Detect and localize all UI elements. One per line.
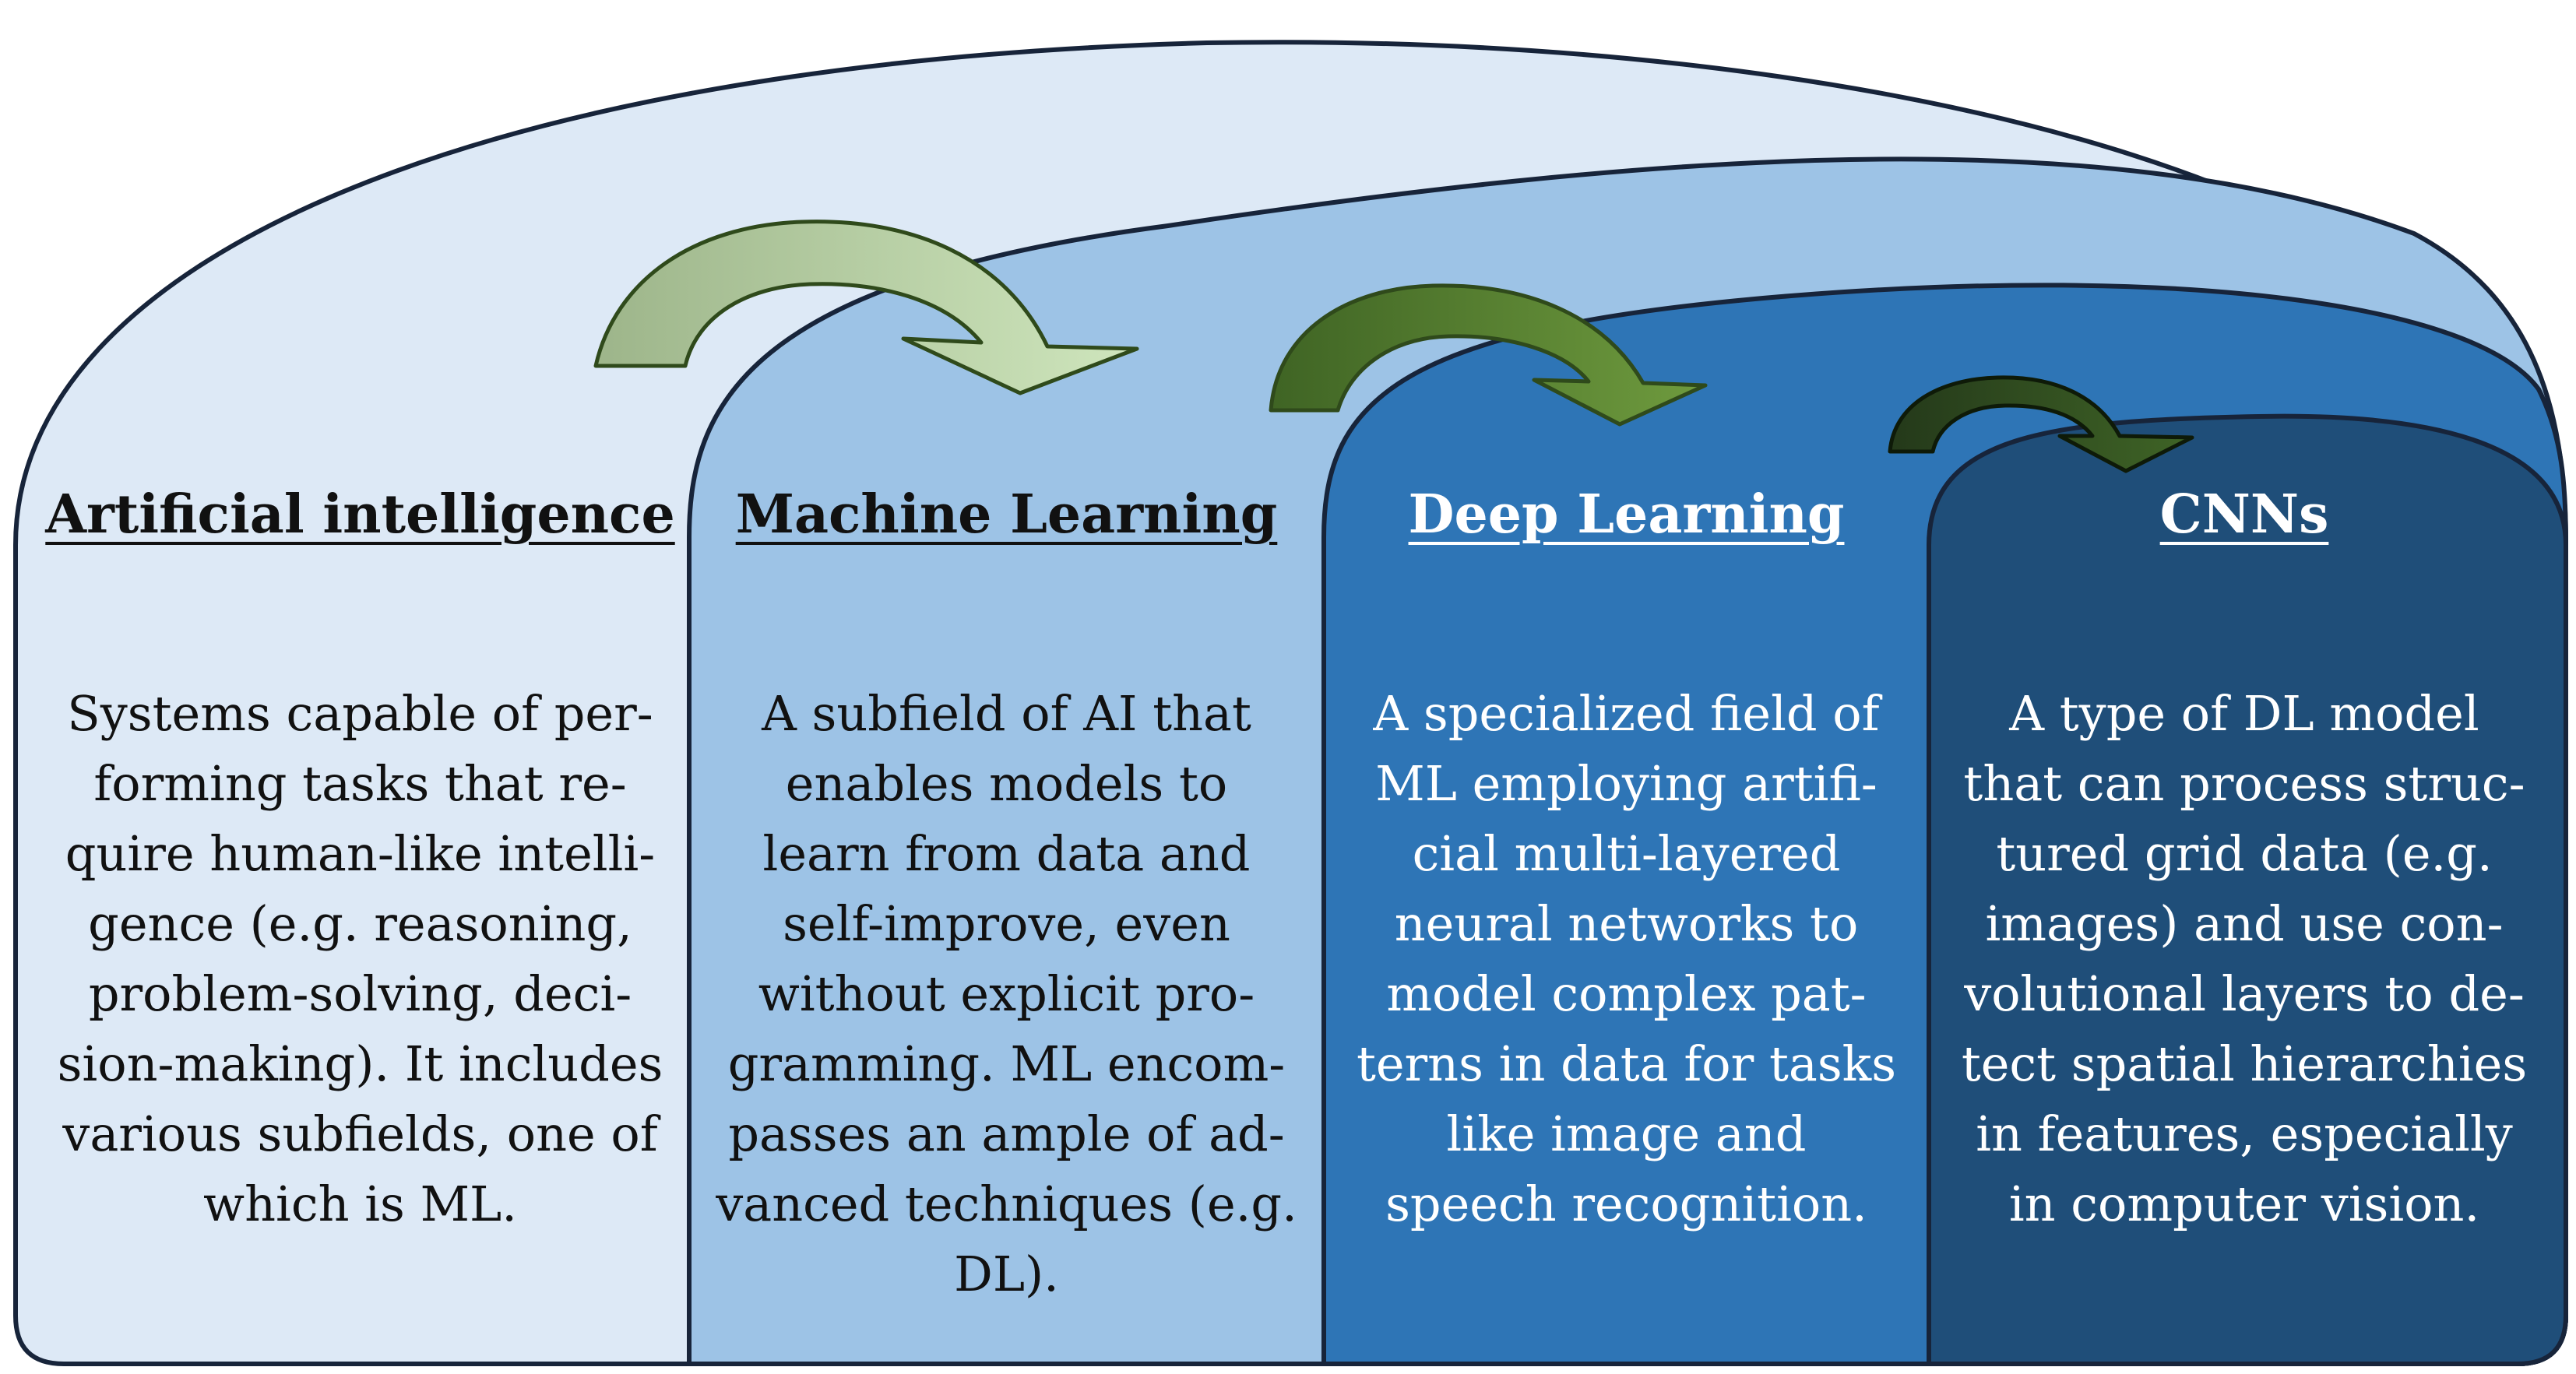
cnn-description-line: volutional layers to de- bbox=[1964, 965, 2525, 1022]
ai-description-line: which is ML. bbox=[203, 1175, 517, 1232]
cnn-domain-shape bbox=[1927, 413, 2568, 1366]
cnn-description-line: that can process struc- bbox=[1963, 755, 2525, 812]
ai-description-line: gence (e.g. reasoning, bbox=[88, 895, 632, 952]
ml-description-line: gramming. ML encom- bbox=[727, 1035, 1286, 1092]
ml-description-line: DL). bbox=[954, 1246, 1059, 1302]
ml-description-line: passes an ample of ad- bbox=[728, 1105, 1285, 1162]
ai-description: Systems capable of per- forming tasks th… bbox=[31, 679, 689, 1239]
ai-description-line: forming tasks that re- bbox=[93, 755, 627, 812]
dl-description: A specialized field of ML employing arti… bbox=[1324, 679, 1929, 1239]
cnn-description-line: in computer vision. bbox=[2008, 1175, 2480, 1232]
cnn-title: CNNs bbox=[2159, 483, 2329, 546]
dl-description-line: terns in data for tasks bbox=[1356, 1035, 1897, 1092]
dl-title: Deep Learning bbox=[1408, 483, 1845, 546]
dl-description-line: ML employing artifi- bbox=[1375, 755, 1877, 812]
cnn-description-line: tured grid data (e.g. bbox=[1996, 825, 2493, 882]
arrow-ai-to-ml bbox=[593, 220, 1139, 395]
cnn-description-line: images) and use con- bbox=[1985, 895, 2504, 952]
dl-description-line: A specialized field of bbox=[1373, 685, 1880, 742]
ml-title: Machine Learning bbox=[735, 483, 1278, 546]
ai-description-line: sion-making). It includes bbox=[57, 1035, 663, 1092]
ml-description-line: A subfield of AI that bbox=[762, 685, 1251, 742]
cnn-description-line: in features, especially bbox=[1976, 1105, 2513, 1162]
dl-description-line: speech recognition. bbox=[1385, 1175, 1867, 1232]
ml-description-line: enables models to bbox=[785, 755, 1228, 812]
cnn-description-line: tect spatial hierarchies bbox=[1961, 1035, 2528, 1092]
ml-description: A subfield of AI that enables models to … bbox=[689, 679, 1324, 1309]
ai-description-line: Systems capable of per- bbox=[67, 685, 653, 742]
ai-description-line: various subfields, one of bbox=[62, 1105, 658, 1162]
ml-description-line: learn from data and bbox=[762, 825, 1251, 882]
ai-description-line: problem-solving, deci- bbox=[88, 965, 632, 1022]
cnn-description: A type of DL model that can process stru… bbox=[1929, 679, 2560, 1239]
ai-description-line: quire human-like intelli- bbox=[65, 825, 656, 882]
dl-description-line: like image and bbox=[1446, 1105, 1807, 1162]
dl-description-line: neural networks to bbox=[1394, 895, 1859, 952]
ml-description-line: vanced techniques (e.g. bbox=[716, 1175, 1297, 1232]
dl-description-line: cial multi-layered bbox=[1412, 825, 1841, 882]
arrow-ml-to-dl bbox=[1269, 283, 1708, 427]
dl-description-line: model complex pat- bbox=[1386, 965, 1867, 1022]
ml-description-line: without explicit pro- bbox=[758, 965, 1255, 1022]
arrow-dl-to-cnn bbox=[1888, 375, 2194, 473]
ml-description-line: self-improve, even bbox=[783, 895, 1230, 952]
ai-title: Artificial intelligence bbox=[45, 483, 675, 546]
cnn-description-line: A type of DL model bbox=[2009, 685, 2479, 742]
